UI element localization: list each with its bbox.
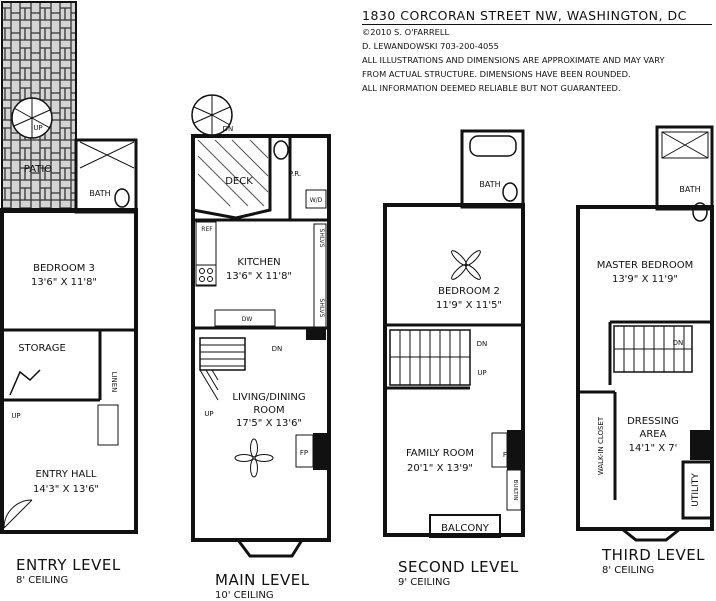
svg-text:UP: UP [33,124,42,132]
svg-text:DW: DW [242,316,253,323]
svg-text:BATH: BATH [479,180,500,189]
room-label-bedroom-2: BEDROOM 2 [438,286,500,297]
level-caption-third: THIRD LEVEL 8' CEILING [602,546,706,576]
entry-bath-walls [74,138,138,214]
svg-text:UP: UP [11,412,20,420]
svg-text:BUILTIN: BUILTIN [512,480,518,501]
room-label-patio: PATIO [24,164,53,175]
svg-text:FP: FP [300,449,308,457]
disclaimer-line-2: FROM ACTUAL STRUCTURE. DIMENSIONS HAVE B… [362,69,631,79]
third-level-plan: BATH MASTER BEDROOM 13'9" X 11'9" DN WAL… [576,125,714,542]
disclaimer-line-1: ALL ILLUSTRATIONS AND DIMENSIONS ARE APP… [362,55,665,65]
toilet-icon [114,188,130,208]
svg-text:DN: DN [272,345,283,353]
ceiling-fan-icon [234,438,274,478]
room-label-living-dining: LIVING/DINING [232,392,305,403]
bay-window [236,539,304,558]
balcony-outline [429,514,501,538]
entry-level-walls [0,208,138,534]
second-level-walls [383,203,525,537]
copyright-line: ©2010 S. O'FARRELL [362,27,450,37]
second-stairs [389,329,471,386]
svg-text:SHLVS: SHLVS [318,299,325,318]
level-caption-second: SECOND LEVEL 9' CEILING [398,558,519,588]
entry-level-plan: PATIO UP BATH BEDROOM 3 13'6" X 11'8" ST… [0,1,138,534]
room-label-kitchen: KITCHEN [237,257,280,268]
second-fireplace [507,430,523,470]
room-label-master-bedroom: MASTER BEDROOM [597,260,694,271]
counter-left [195,221,217,287]
room-label-storage: STORAGE [18,343,66,354]
svg-text:BATH: BATH [679,185,700,194]
third-level-walls [576,205,714,531]
level-caption-entry: ENTRY LEVEL 8' CEILING [16,556,121,586]
svg-text:SHLVS: SHLVS [318,229,325,248]
level-caption-main: MAIN LEVEL 10' CEILING [215,571,310,601]
pr-toilet-icon [273,140,289,160]
svg-text:ROOM: ROOM [253,405,284,416]
bathtub-icon [469,135,517,157]
svg-text:13'9" X 11'9": 13'9" X 11'9" [612,274,678,285]
svg-text:14'1" X 7': 14'1" X 7' [629,443,678,454]
room-label-bath: BATH [89,189,110,198]
room-label-walk-in-closet: WALK-IN CLOSET [597,416,605,475]
room-label-utility: UTILITY [691,473,701,507]
room-label-entry-hall: ENTRY HALL [35,469,96,480]
svg-text:DN: DN [223,125,234,133]
svg-text:13'6" X 11'8": 13'6" X 11'8" [31,277,97,288]
contact-line: D. LEWANDOWSKI 703-200-4055 [362,41,499,51]
bedroom-2-fan-icon [451,250,481,280]
room-label-bedroom-3: BEDROOM 3 [33,263,95,274]
room-label-deck: DECK [225,176,253,187]
svg-text:17'5" X 13'6": 17'5" X 13'6" [236,418,302,429]
room-label-dressing-area: DRESSING [627,416,679,427]
third-stairs [613,325,693,373]
svg-text:DN: DN [477,340,488,348]
svg-text:11'9" X 11'5": 11'9" X 11'5" [436,300,502,311]
svg-text:13'6" X 11'8": 13'6" X 11'8" [226,271,292,282]
svg-text:LINEN: LINEN [110,372,118,393]
svg-text:20'1" X 13'9": 20'1" X 13'9" [407,463,473,474]
svg-text:14'3" X 13'6": 14'3" X 13'6" [33,484,99,495]
deck-outline [191,134,272,220]
main-level-plan: DN DECK P.R. W/D REF SHLVS SHLVS KITCHEN… [191,94,331,558]
svg-text:REF: REF [201,226,213,233]
stair-icon [9,369,41,396]
svg-text:UP: UP [204,410,213,418]
svg-text:FP: FP [503,451,511,459]
stove-icon [195,264,217,286]
main-fireplace [313,433,329,470]
third-bath-walls [655,125,714,211]
svg-text:P.R.: P.R. [289,170,301,178]
room-label-balcony: BALCONY [441,523,490,534]
utility-closet [681,460,714,520]
svg-text:W/D: W/D [310,197,323,204]
listing-header: 1830 CORCORAN STREET NW, WASHINGTON, DC … [362,8,712,95]
room-label-family-room: FAMILY ROOM [406,448,474,459]
third-bay-window [621,527,681,542]
second-level-plan: BATH BEDROOM 2 11'9" X 11'5" DN UP FAMIL… [383,129,525,538]
property-address: 1830 CORCORAN STREET NW, WASHINGTON, DC [362,8,712,25]
svg-text:DN: DN [673,339,684,347]
entry-door-swing [3,499,33,529]
svg-text:AREA: AREA [640,429,667,440]
svg-text:UP: UP [477,369,486,377]
main-stairs [199,337,246,371]
second-bath-walls [460,129,525,209]
disclaimer-line-3: ALL INFORMATION DEEMED RELIABLE BUT NOT … [362,83,621,93]
